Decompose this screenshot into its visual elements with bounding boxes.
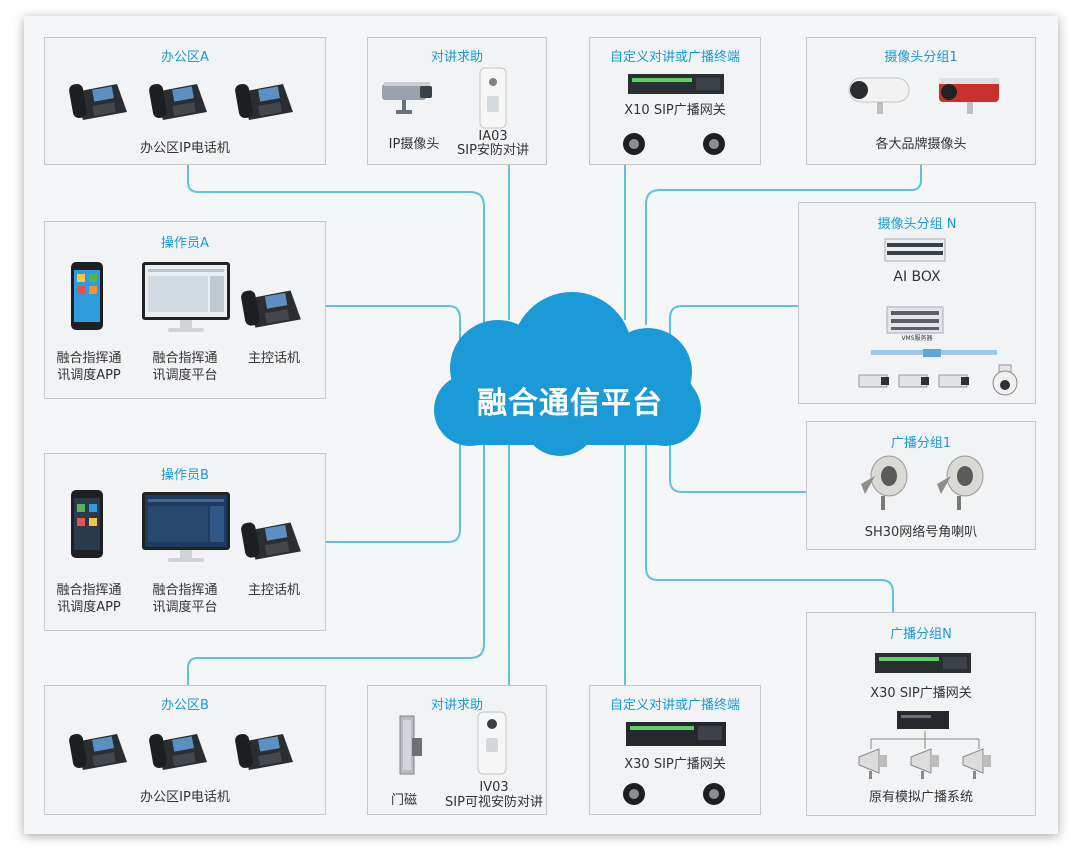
ai-box-icon xyxy=(884,238,946,262)
desk-phone-icon xyxy=(240,289,301,328)
link-office-a xyxy=(187,165,485,330)
intercom-top-box: 对讲求助 IP摄像头 IA03 SIP安防对讲 xyxy=(367,37,547,165)
smartphone-icon xyxy=(71,490,103,558)
ai-box-label: AI BOX xyxy=(893,269,941,285)
horn-speaker-icon xyxy=(858,748,887,779)
monitor-icon xyxy=(142,262,230,332)
operator-a-platform-label: 融合指挥通 讯调度平台 xyxy=(152,351,218,383)
speaker-icon xyxy=(703,133,725,155)
office-b-box: 办公区B 办公区IP电话机 xyxy=(44,685,326,815)
ip-phone-icon xyxy=(148,733,207,770)
speaker-icon xyxy=(703,783,725,805)
box-camera-icon xyxy=(938,374,969,388)
operator-b-box: 操作员B 融合指挥通 讯调度APP 融合指挥通 讯调度平台 主控话机 xyxy=(44,453,326,631)
operator-b-platform-label: 融合指挥通 讯调度平台 xyxy=(152,583,218,615)
gateway-bottom-label: X30 SIP广播网关 xyxy=(624,757,726,772)
platform-label: 融合通信平台 xyxy=(477,386,663,421)
vms-server-label: VMS服务器 xyxy=(901,335,933,342)
camera-group-1-box: 摄像头分组1 各大品牌摄像头 xyxy=(806,37,1036,165)
link-broadcast-group-1 xyxy=(669,430,806,493)
horn-speaker-icon xyxy=(962,748,991,779)
terminal-top-box: 自定义对讲或广播终端 X10 SIP广播网关 xyxy=(589,37,761,165)
intercom-device-label: IA03 SIP安防对讲 xyxy=(457,129,529,158)
operator-b-title: 操作员B xyxy=(161,468,209,483)
operator-a-box: 操作员A 融合指挥通 讯调度APP 融合指挥通 讯调度平台 主控话机 xyxy=(44,221,326,399)
ip-phone-icon xyxy=(234,83,293,120)
door-sensor-icon xyxy=(399,715,422,775)
box-camera-icon xyxy=(898,374,929,388)
smartphone-icon xyxy=(71,262,103,330)
operator-b-app-label: 融合指挥通 讯调度APP xyxy=(56,583,122,615)
ip-phone-icon xyxy=(148,83,207,120)
office-a-title: 办公区A xyxy=(161,50,209,65)
door-sensor-label: 门磁 xyxy=(390,793,417,808)
link-broadcast-group-n xyxy=(645,440,894,612)
ip-phone-icon xyxy=(68,733,127,770)
intercom-bottom-title: 对讲求助 xyxy=(430,698,483,713)
camera-group-n-title: 摄像头分组 N xyxy=(877,217,957,232)
operator-b-phone-label: 主控话机 xyxy=(247,583,300,598)
terminal-top-title: 自定义对讲或广播终端 xyxy=(609,50,740,65)
video-intercom-icon xyxy=(477,711,507,775)
office-a-caption: 办公区IP电话机 xyxy=(140,141,230,156)
terminal-bottom-title: 自定义对讲或广播终端 xyxy=(609,698,740,713)
bullet-camera-icon xyxy=(939,78,999,114)
gateway-top-label: X10 SIP广播网关 xyxy=(624,103,726,118)
wiring-lines xyxy=(870,731,980,749)
horn-speaker-icon xyxy=(910,748,939,779)
dome-camera-icon xyxy=(992,364,1018,396)
office-b-caption: 办公区IP电话机 xyxy=(140,790,230,805)
amplifier-icon xyxy=(897,711,949,729)
ip-phone-icon xyxy=(234,733,293,770)
monitor-icon xyxy=(142,492,230,562)
sip-gateway-icon xyxy=(628,74,724,94)
link-office-b xyxy=(187,440,485,685)
office-b-title: 办公区B xyxy=(161,698,209,713)
broadcast-group-n-caption: 原有模拟广播系统 xyxy=(868,790,973,805)
link-operator-a xyxy=(325,305,461,345)
terminal-bottom-box: 自定义对讲或广播终端 X30 SIP广播网关 xyxy=(589,685,761,815)
speaker-icon xyxy=(623,133,645,155)
link-camera-group-n xyxy=(669,305,798,345)
horn-speaker-icon xyxy=(937,455,984,510)
camera-group-n-box: 摄像头分组 N AI BOX VMS服务器 xyxy=(798,202,1036,404)
sip-gateway-icon xyxy=(626,722,726,746)
horn-speaker-icon xyxy=(861,455,908,510)
box-camera-icon xyxy=(858,374,889,388)
link-camera-group-1 xyxy=(645,165,922,325)
ip-camera-icon xyxy=(382,82,432,114)
ip-phone-icon xyxy=(68,83,127,120)
broadcast-group-n-box: 广播分组N X30 SIP广播网关 原有模拟广播系统 xyxy=(806,612,1036,816)
broadcast-group-1-caption: SH30网络号角喇叭 xyxy=(864,525,978,540)
camera-group-1-title: 摄像头分组1 xyxy=(884,50,958,65)
link-operator-b xyxy=(325,430,461,543)
camera-group-1-caption: 各大品牌摄像头 xyxy=(875,137,967,152)
broadcast-group-1-title: 广播分组1 xyxy=(890,436,952,451)
gateway-n-label: X30 SIP广播网关 xyxy=(870,686,972,701)
bullet-camera-icon xyxy=(848,77,910,114)
office-a-box: 办公区A 办公区IP电话机 xyxy=(44,37,326,165)
broadcast-group-n-title: 广播分组N xyxy=(890,627,952,642)
video-intercom-label: IV03 SIP可视安防对讲 xyxy=(445,780,543,810)
intercom-bottom-box: 对讲求助 门磁 IV03 SIP可视安防对讲 xyxy=(367,685,547,815)
intercom-top-title: 对讲求助 xyxy=(430,50,483,65)
operator-a-app-label: 融合指挥通 讯调度APP xyxy=(56,351,122,383)
vms-server-icon xyxy=(886,306,944,334)
speaker-icon xyxy=(623,783,645,805)
intercom-device-icon xyxy=(479,67,507,129)
desk-phone-icon xyxy=(240,521,301,560)
ip-camera-label: IP摄像头 xyxy=(388,137,440,152)
sip-gateway-icon xyxy=(875,653,971,673)
network-switch-bar xyxy=(871,349,997,357)
operator-a-title: 操作员A xyxy=(161,236,209,251)
broadcast-group-1-box: 广播分组1 SH30网络号角喇叭 xyxy=(806,421,1036,550)
operator-a-phone-label: 主控话机 xyxy=(247,351,300,366)
